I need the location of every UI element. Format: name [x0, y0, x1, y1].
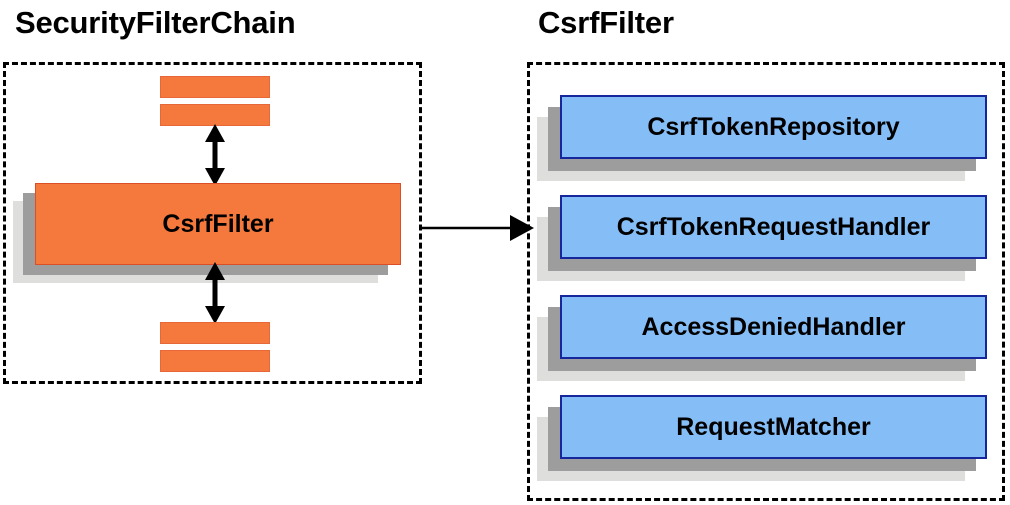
- collaborator-csrf-token-request-handler[interactable]: CsrfTokenRequestHandler: [537, 195, 989, 287]
- chain-to-filter-arrow: [420, 215, 534, 241]
- filter-bar-bottom-2: [160, 350, 270, 372]
- csrf-filter-face[interactable]: CsrfFilter: [35, 183, 401, 265]
- panel-title-csrf-filter: CsrfFilter: [538, 5, 674, 40]
- arrow-top-bidirectional: [205, 124, 225, 186]
- filter-bar-bottom-1: [160, 322, 270, 344]
- collaborator-face-1[interactable]: CsrfTokenRepository: [560, 95, 987, 159]
- collaborator-face-4[interactable]: RequestMatcher: [560, 395, 987, 459]
- panel-title-security-filter-chain: SecurityFilterChain: [15, 5, 296, 40]
- collaborator-label-1: CsrfTokenRepository: [647, 112, 900, 141]
- collaborator-face-2[interactable]: CsrfTokenRequestHandler: [560, 195, 987, 259]
- collaborator-access-denied-handler[interactable]: AccessDeniedHandler: [537, 295, 989, 387]
- collaborator-label-4: RequestMatcher: [676, 412, 871, 441]
- security-filter-chain-panel: [3, 62, 422, 384]
- collaborator-request-matcher[interactable]: RequestMatcher: [537, 395, 989, 487]
- csrf-filter-panel: [527, 62, 1005, 501]
- collaborator-label-3: AccessDeniedHandler: [641, 312, 906, 341]
- csrf-filter-label: CsrfFilter: [162, 209, 274, 238]
- filter-bar-top-2: [160, 104, 270, 126]
- collaborator-label-2: CsrfTokenRequestHandler: [616, 212, 931, 241]
- arrow-bottom-bidirectional: [205, 262, 225, 324]
- collaborator-csrf-token-repository[interactable]: CsrfTokenRepository: [537, 95, 989, 187]
- collaborator-face-3[interactable]: AccessDeniedHandler: [560, 295, 987, 359]
- filter-bar-top-1: [160, 76, 270, 98]
